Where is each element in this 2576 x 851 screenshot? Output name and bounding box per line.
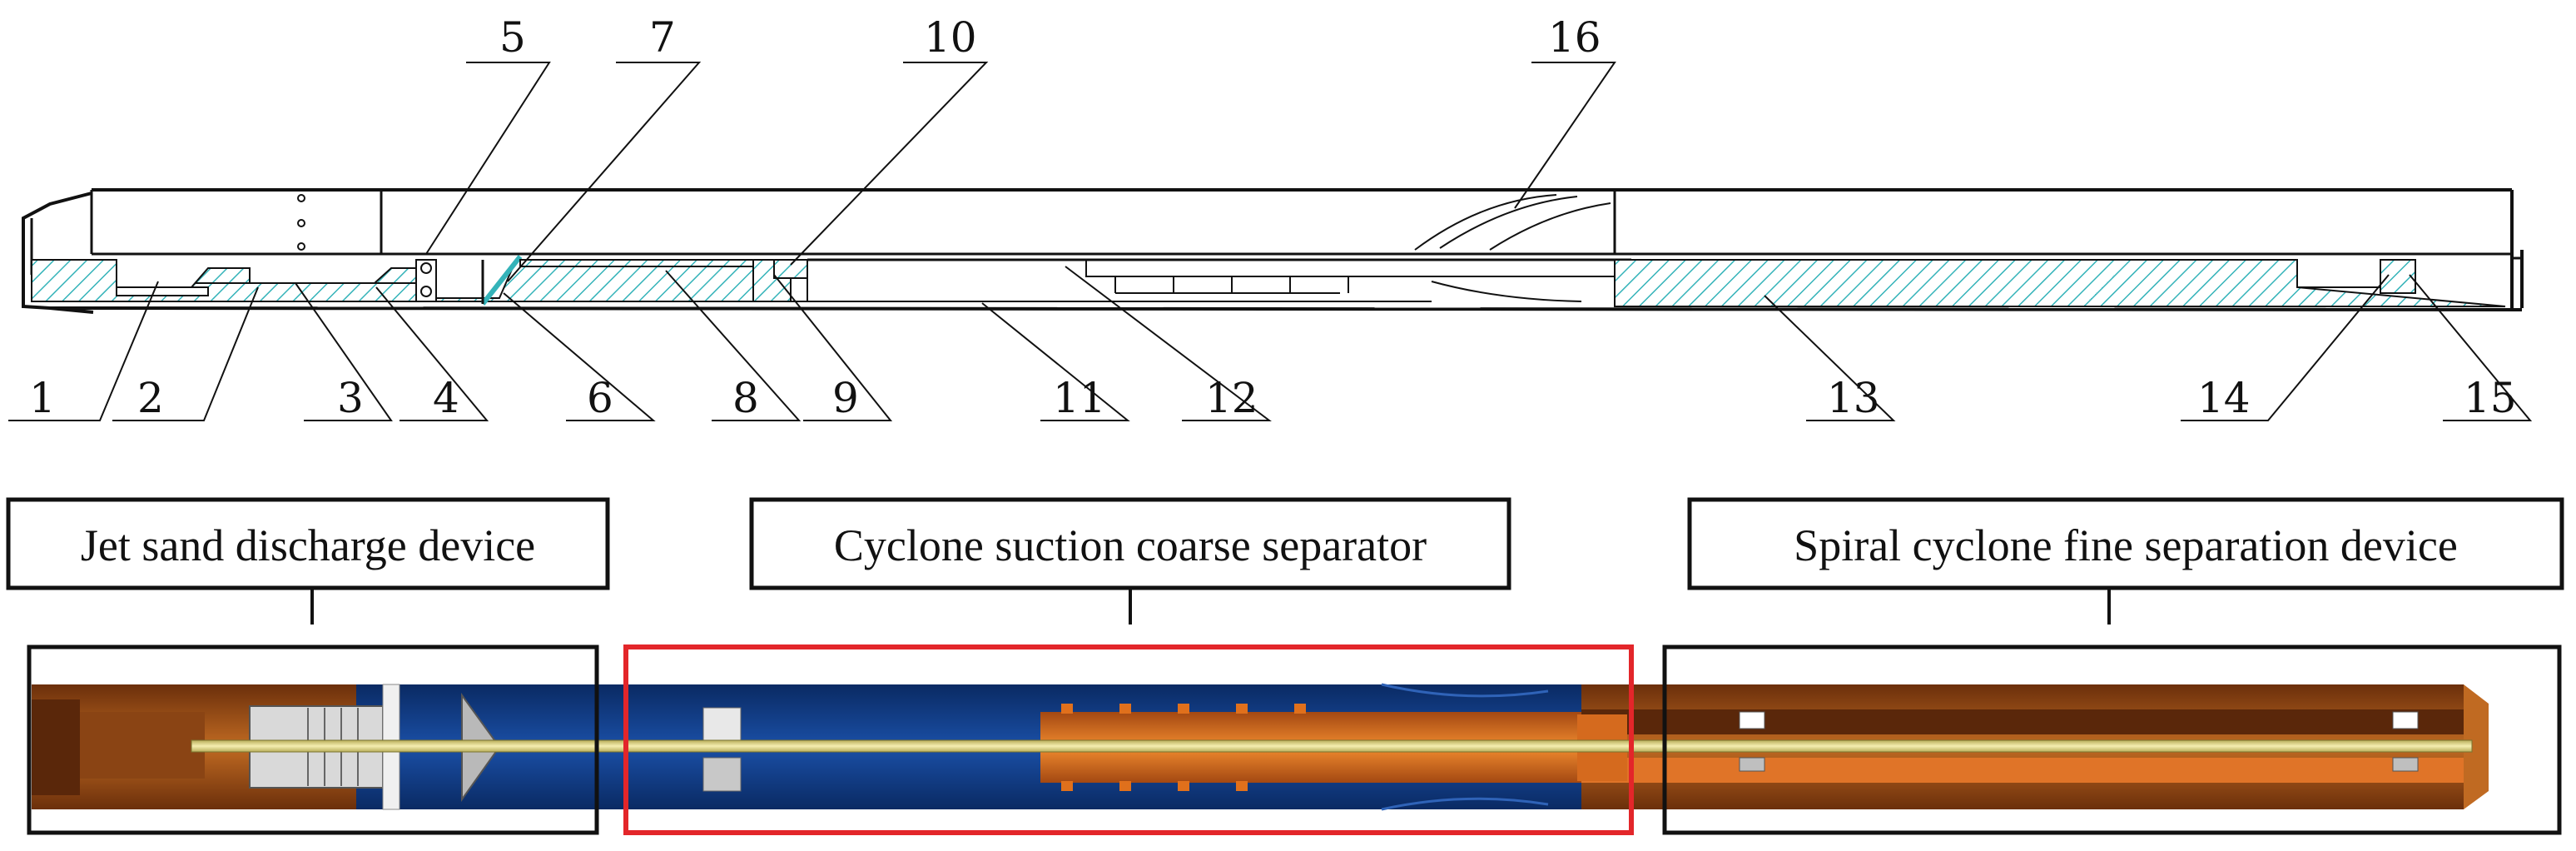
spiral-teeth-3d [1061,704,1306,791]
slot-right-top [2392,711,2419,729]
port-hole [297,242,305,251]
part-number-2: 2 [137,374,164,422]
spacer-insert [773,259,808,279]
spiral-outer-channel [1581,758,2464,783]
part-number-11: 11 [1053,374,1106,422]
rendered-model [27,644,2562,835]
part-number-16: 16 [1548,13,1601,62]
cyclone-title-text: Cyclone suction coarse separator [834,520,1427,570]
central-rod [191,739,2473,753]
suction-tube [519,259,754,267]
housing-bottom-line [49,306,2523,311]
part-number-7: 7 [649,13,676,62]
part-number-8: 8 [732,374,759,422]
slot-left-bottom [1739,757,1765,772]
part-number-9: 9 [832,374,859,422]
inlet-block-bottom [702,757,742,792]
engineering-drawing [22,188,2524,314]
port-hole [297,194,305,202]
part-number-1: 1 [29,374,56,422]
vane-curve-1 [1414,194,1557,251]
vane-curve-3 [1489,202,1611,251]
jet-title-box [6,497,610,590]
inlet-block-top [702,707,742,742]
spiral-tip [2464,684,2489,809]
valve-ball [420,262,432,274]
part-number-13: 13 [1827,374,1880,422]
spiral-teeth [1114,276,1349,294]
part-number-4: 4 [433,374,459,422]
slot-right-bottom [2392,757,2419,772]
nozzle-channel [116,286,209,296]
slot-left-top [1739,711,1765,729]
spiral-inner-channel [1581,709,2464,734]
end-plug [2380,259,2416,294]
jet-title-text: Jet sand discharge device [81,520,535,570]
leader-lines [8,62,2533,421]
part-number-5: 5 [499,13,526,62]
valve-body [415,259,437,302]
section-titles: Jet sand discharge device Cyclone suctio… [6,497,2564,625]
right-taper-hatch [1614,259,2506,307]
valve-ball [420,286,432,297]
part-number-6: 6 [587,374,613,422]
cone-deflector [480,255,523,306]
vane-3d-1 [1381,683,1549,698]
spiral-core [1085,259,1628,277]
vane-curve-4 [1431,281,1582,302]
part-number-14: 14 [2197,374,2251,422]
vane-3d-2 [1381,797,1549,811]
cyclone-section-frame [623,644,1634,835]
jet-chamber [80,712,205,779]
jet-nose [32,699,80,795]
port-hole [297,219,305,227]
part-number-15: 15 [2464,374,2517,422]
vane-curve-2 [1439,196,1578,249]
jet-section-frame [27,644,599,835]
part-number-3: 3 [337,374,364,422]
spiral-title-text: Spiral cyclone fine separation device [1794,520,2458,570]
part-number-12: 12 [1205,374,1258,422]
part-number-labels: 5 7 10 16 1 2 3 4 6 8 9 11 12 13 14 15 [29,13,2517,422]
part-number-10: 10 [924,13,977,62]
spiral-title-box [1687,497,2564,590]
spiral-section-frame [1662,644,2562,835]
